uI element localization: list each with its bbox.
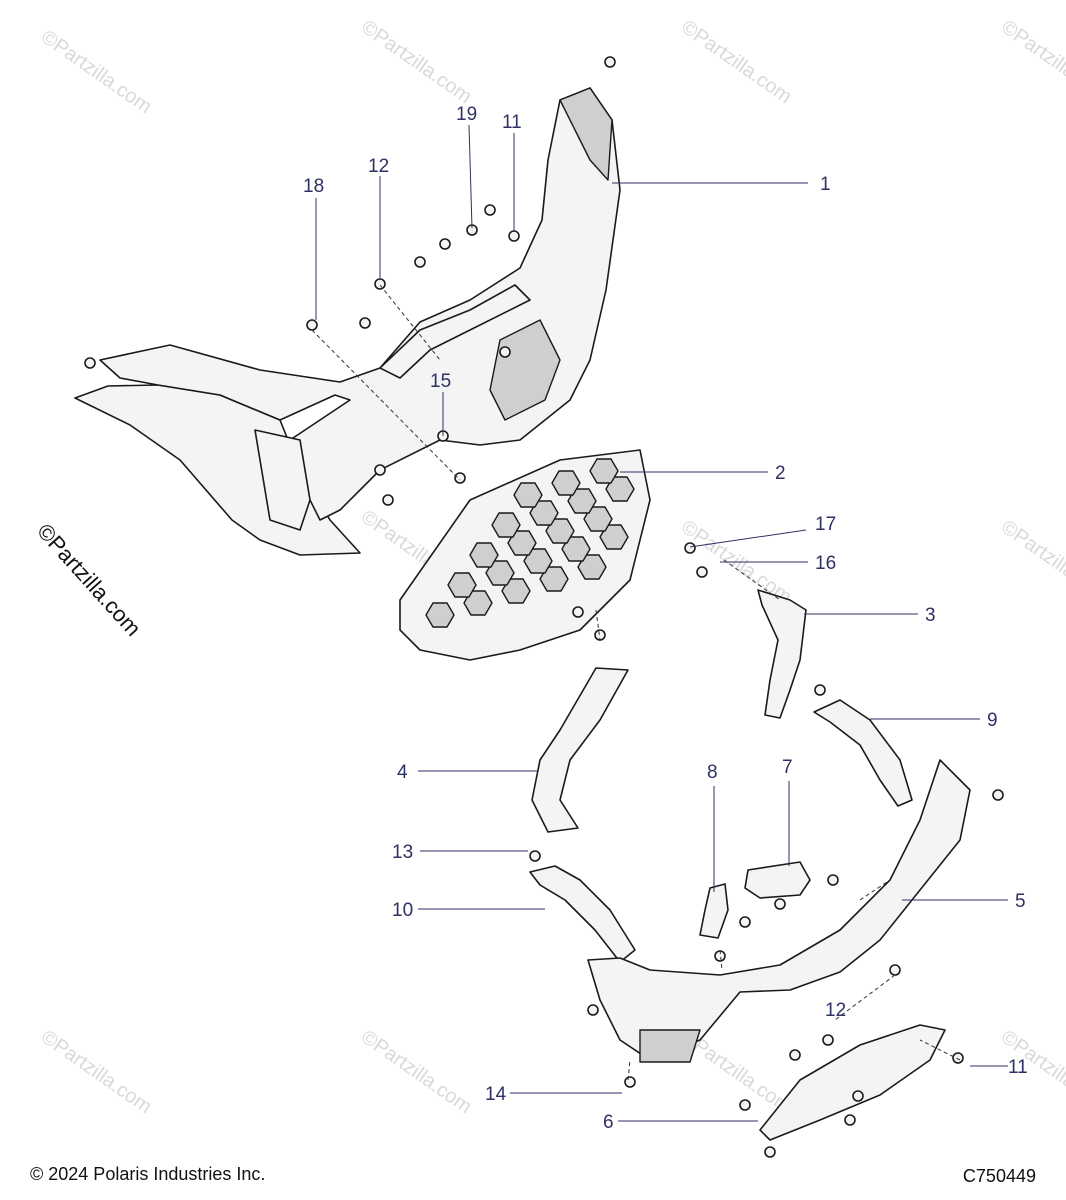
watermark: ©Partzilla.com <box>37 1026 155 1118</box>
callout-10: 10 <box>392 900 413 921</box>
diagram-code: C750449 <box>962 1166 1036 1186</box>
bolt-fastener <box>739 916 751 928</box>
bolt-fastener <box>624 1076 636 1088</box>
bolt-fastener <box>374 278 386 290</box>
bolt-fastener <box>454 472 466 484</box>
part-5-skid <box>639 1029 701 1063</box>
grille-cell <box>589 458 619 484</box>
callout-11-top: 11 <box>502 112 522 133</box>
watermark: ©Partzilla.com <box>357 16 475 108</box>
part-7-bracket <box>744 861 811 899</box>
bolt-fastener <box>374 464 386 476</box>
callout-1: 1 <box>820 174 831 195</box>
part-10-bracket <box>529 865 636 963</box>
callout-3: 3 <box>925 605 936 626</box>
callout-2: 2 <box>775 463 786 484</box>
watermark: ©Partzilla.com <box>997 516 1066 608</box>
bolt-fastener <box>684 542 696 554</box>
callout-13: 13 <box>392 842 413 863</box>
bolt-fastener <box>382 494 394 506</box>
watermark: ©Partzilla.com <box>677 16 795 108</box>
callout-11-bottom: 11 <box>1008 1057 1028 1078</box>
part-front-frame <box>74 87 621 556</box>
bolt-fastener <box>764 1146 776 1158</box>
part-4-trim <box>531 667 629 833</box>
bolt-fastener <box>84 357 96 369</box>
callout-17: 17 <box>815 514 836 535</box>
grille-cell <box>551 470 581 496</box>
bolt-fastener <box>508 230 520 242</box>
bolt-fastener <box>814 684 826 696</box>
bolt-fastener <box>439 238 451 250</box>
bolt-fastener <box>572 606 584 618</box>
watermark: ©Partzilla.com <box>37 26 155 118</box>
bolt-fastener <box>414 256 426 268</box>
bolt-fastener <box>952 1052 964 1064</box>
callout-12-top: 12 <box>368 156 389 177</box>
bolt-fastener <box>992 789 1004 801</box>
bolt-fastener <box>739 1099 751 1111</box>
callout-4: 4 <box>397 762 408 783</box>
copyright-text: © 2024 Polaris Industries Inc. <box>30 1164 266 1184</box>
callout-6: 6 <box>603 1112 614 1133</box>
grille-cell <box>469 542 499 568</box>
watermark: ©Partzilla.com <box>357 1026 475 1118</box>
watermark-main: ©Partzilla.com <box>32 519 146 641</box>
bolt-fastener <box>889 964 901 976</box>
fasteners <box>84 56 1004 1158</box>
part-3-trim <box>757 589 807 719</box>
bolt-fastener <box>852 1090 864 1102</box>
bolt-fastener <box>484 204 496 216</box>
callout-19: 19 <box>456 104 477 125</box>
bolt-fastener <box>827 874 839 886</box>
callout-5: 5 <box>1015 891 1026 912</box>
assembly-lines <box>311 284 961 1081</box>
callouts: 1 2 3 4 5 6 7 8 9 10 11 11 12 12 13 14 1… <box>303 104 1028 1133</box>
part-grille <box>399 449 651 661</box>
callout-12-bottom: 12 <box>825 1000 846 1021</box>
part-8-bracket <box>699 883 729 939</box>
bolt-fastener <box>696 566 708 578</box>
bolt-fastener <box>499 346 511 358</box>
callout-18: 18 <box>303 176 324 197</box>
grille-cell <box>513 482 543 508</box>
bolt-fastener <box>822 1034 834 1046</box>
grille-cell <box>491 512 521 538</box>
leader-lines <box>315 124 1008 1122</box>
callout-7: 7 <box>782 757 793 778</box>
callout-9: 9 <box>987 710 998 731</box>
callout-16: 16 <box>815 553 836 574</box>
part-9-bracket <box>813 699 913 807</box>
bolt-fastener <box>789 1049 801 1061</box>
bolt-fastener <box>844 1114 856 1126</box>
bolt-fastener <box>529 850 541 862</box>
grille-cell <box>447 572 477 598</box>
part-5-lower-bumper <box>587 759 971 1061</box>
callout-14: 14 <box>485 1084 507 1105</box>
part-6-skid-plate <box>759 1024 946 1141</box>
callout-8: 8 <box>707 762 718 783</box>
watermark: ©Partzilla.com <box>997 16 1066 108</box>
bolt-fastener <box>774 898 786 910</box>
callout-15: 15 <box>430 371 451 392</box>
grille-honeycomb <box>425 458 635 628</box>
bolt-fastener <box>306 319 318 331</box>
bolt-fastener <box>359 317 371 329</box>
bolt-fastener <box>604 56 616 68</box>
grille-cell <box>425 602 455 628</box>
bolt-fastener <box>587 1004 599 1016</box>
